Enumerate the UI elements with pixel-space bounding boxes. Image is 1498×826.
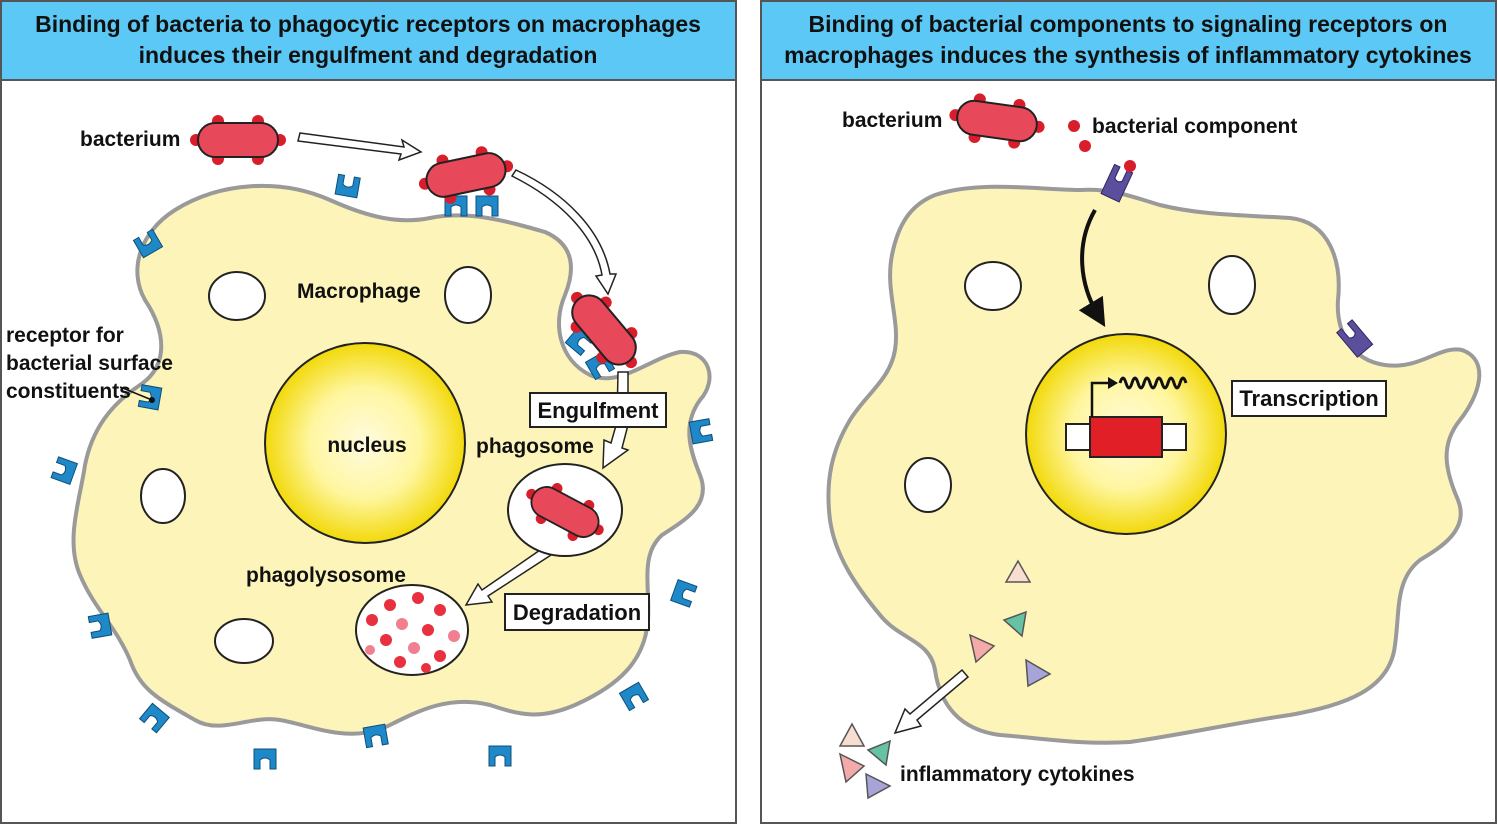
receptor-pointer bbox=[119, 386, 153, 401]
degradation-arrow bbox=[464, 547, 553, 606]
receptor-pointer-dot bbox=[149, 397, 155, 403]
cytokine-triangle-icon bbox=[866, 739, 891, 767]
vacuole bbox=[444, 266, 492, 324]
macrophage-label: Macrophage bbox=[297, 280, 421, 303]
cytokine-triangle-icon bbox=[838, 752, 866, 784]
transcription-box bbox=[1231, 380, 1387, 417]
engulfment-label: Engulfment bbox=[538, 398, 660, 423]
cytokine-triangle-icon bbox=[1002, 610, 1027, 638]
bound-bacterial-component bbox=[1124, 160, 1136, 172]
movement-arrow bbox=[510, 169, 618, 296]
receptor-label-line1: receptor for bbox=[6, 324, 124, 347]
bacterial-component-label: bacterial component bbox=[1092, 115, 1297, 138]
secretion-arrow bbox=[893, 668, 970, 735]
nucleus-label: nucleus bbox=[327, 434, 406, 457]
movement-arrow bbox=[297, 132, 423, 162]
left-title-line2: induces their engulfment and degradation bbox=[139, 42, 598, 68]
engulfment-box bbox=[529, 392, 667, 428]
signaling-receptor-icon bbox=[1100, 163, 1134, 203]
gene-icon bbox=[1065, 376, 1188, 458]
vacuole bbox=[1208, 255, 1256, 315]
left-panel-header bbox=[0, 0, 737, 81]
vacuole bbox=[140, 468, 186, 524]
signaling-receptor-icon bbox=[1336, 319, 1374, 358]
vacuole bbox=[964, 261, 1022, 311]
degraded-fragments bbox=[365, 592, 460, 673]
degradation-label: Degradation bbox=[513, 600, 641, 625]
cytokines-label: inflammatory cytokines bbox=[900, 763, 1135, 786]
vacuole bbox=[214, 618, 274, 664]
phagosome-label: phagosome bbox=[476, 435, 594, 458]
receptor-label-line2: bacterial surface bbox=[6, 352, 173, 375]
cytokine-triangle-icon bbox=[838, 722, 866, 747]
vacuole bbox=[208, 271, 266, 321]
transcription-label: Transcription bbox=[1239, 386, 1378, 411]
bacterial-component-dot bbox=[1068, 120, 1080, 132]
left-bacterium-label: bacterium bbox=[80, 128, 180, 151]
right-panel-header bbox=[760, 0, 1497, 81]
signaling-arrow bbox=[1078, 209, 1106, 328]
cytokine-triangle-icon bbox=[1004, 559, 1032, 583]
cytokine-triangle-icon bbox=[865, 772, 892, 800]
receptor-label-line3: constituents bbox=[6, 380, 131, 403]
phagolysosome bbox=[355, 584, 469, 676]
cytokine-triangle-icon bbox=[968, 633, 996, 664]
bacterial-component-dot bbox=[1079, 140, 1091, 152]
right-bacterium-label: bacterium bbox=[842, 109, 942, 132]
right-title-line2: macrophages induces the synthesis of inf… bbox=[784, 42, 1472, 68]
left-nucleus bbox=[264, 342, 466, 544]
degradation-box bbox=[504, 593, 650, 631]
cytokine-triangle-icon bbox=[1025, 658, 1052, 688]
left-title-line1: Binding of bacteria to phagocytic recept… bbox=[35, 11, 701, 37]
phagolysosome-label: phagolysosome bbox=[246, 564, 406, 587]
vacuole bbox=[904, 457, 952, 513]
right-title-line1: Binding of bacterial components to signa… bbox=[809, 11, 1448, 37]
